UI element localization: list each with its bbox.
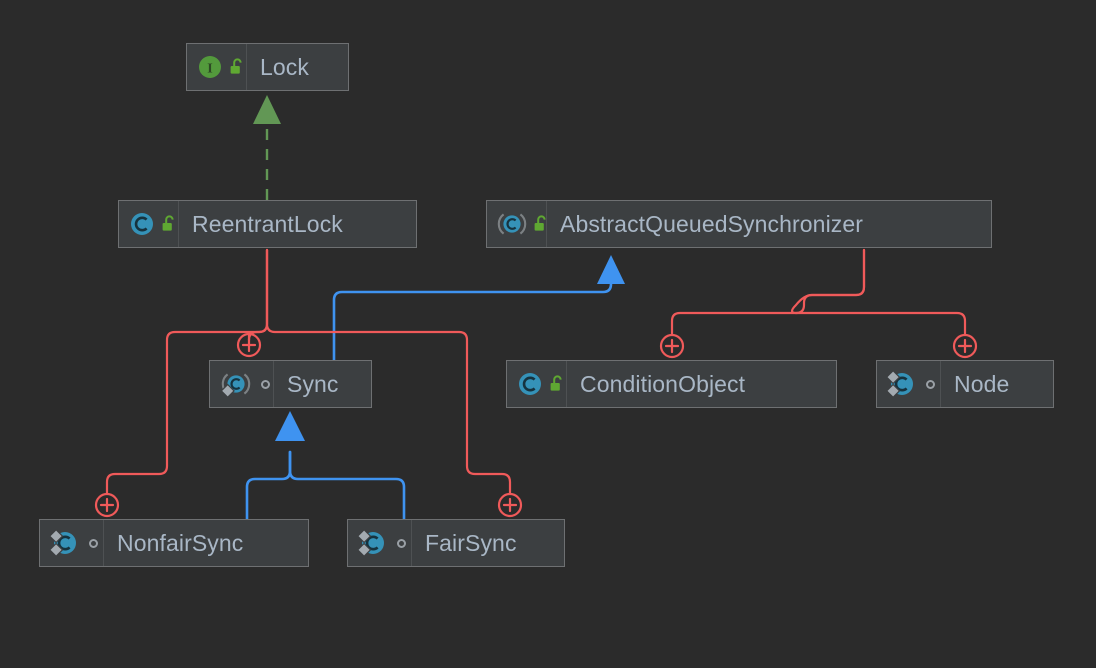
edge-aqs-inner-node — [790, 248, 978, 359]
node-abstractqueuedsynchronizer-label: AbstractQueuedSynchronizer — [560, 210, 864, 237]
svg-text:I: I — [207, 62, 212, 77]
node-fairsync-label: FairSync — [425, 529, 517, 556]
abstract-inner-class-icon — [220, 373, 251, 398]
edge-sync-extends-aqs — [332, 255, 625, 362]
unlock-icon — [550, 375, 562, 391]
inner-class-icon — [358, 529, 384, 557]
node-abstractqueuedsynchronizer-gutter — [487, 201, 547, 247]
node-lock[interactable]: I Lock — [186, 43, 349, 91]
node-reentrantlock[interactable]: ReentrantLock — [118, 200, 417, 248]
node-nonfairsync[interactable]: NonfairSync — [39, 519, 309, 567]
edge-nonfairsync-extends-sync — [245, 450, 292, 521]
class-icon — [131, 213, 153, 235]
package-private-dot-icon — [261, 379, 270, 389]
node-fairsync-gutter — [348, 520, 412, 566]
edge-reentrantlock-implements-lock — [253, 95, 281, 200]
node-node-label: Node — [954, 370, 1010, 397]
node-lock-gutter: I — [187, 44, 247, 90]
edge-aqs-inner-conditionobject — [659, 248, 866, 359]
node-lock-label: Lock — [260, 53, 309, 80]
edge-fairsync-extends-sync — [275, 411, 406, 521]
unlock-icon — [162, 215, 174, 231]
package-private-dot-icon — [926, 379, 935, 389]
node-node-gutter — [877, 361, 941, 407]
node-conditionobject-gutter — [507, 361, 567, 407]
class-icon — [519, 373, 541, 395]
edge-reentrantlock-inner-sync — [236, 248, 269, 358]
interface-icon: I — [199, 56, 221, 78]
node-reentrantlock-gutter — [119, 201, 179, 247]
node-reentrantlock-label: ReentrantLock — [192, 210, 343, 237]
inner-class-icon — [887, 370, 913, 398]
node-nonfairsync-gutter — [40, 520, 104, 566]
inner-class-icon — [50, 529, 76, 557]
unlock-icon — [230, 58, 242, 74]
abstract-class-icon — [497, 213, 527, 235]
node-conditionobject-label: ConditionObject — [580, 370, 746, 397]
node-nonfairsync-label: NonfairSync — [117, 529, 244, 556]
node-sync-label: Sync — [287, 370, 339, 397]
node-sync-gutter — [210, 361, 274, 407]
node-node[interactable]: Node — [876, 360, 1054, 408]
node-conditionobject[interactable]: ConditionObject — [506, 360, 837, 408]
node-fairsync[interactable]: FairSync — [347, 519, 565, 567]
node-sync[interactable]: Sync — [209, 360, 372, 408]
unlock-icon — [534, 215, 546, 231]
package-private-dot-icon — [397, 538, 406, 548]
package-private-dot-icon — [89, 538, 98, 548]
node-abstractqueuedsynchronizer[interactable]: AbstractQueuedSynchronizer — [486, 200, 992, 248]
